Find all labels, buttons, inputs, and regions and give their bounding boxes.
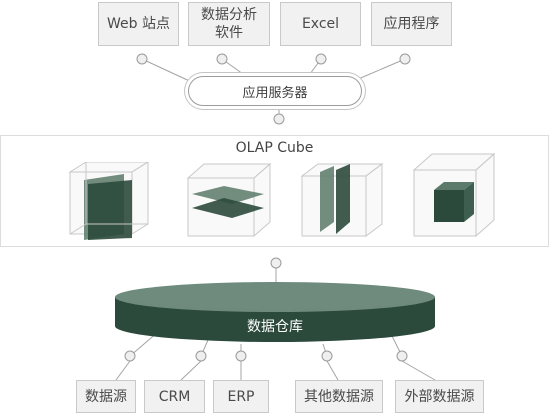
connector-dot — [399, 53, 411, 65]
cube-slice-icon — [68, 162, 149, 240]
connector-dot — [124, 350, 136, 362]
app-label: Web 站点 — [107, 16, 170, 32]
source-label: 外部数据源 — [404, 388, 475, 405]
app-server: 应用服务器 — [188, 76, 362, 106]
app-box-excel: Excel — [280, 2, 361, 46]
source-label: ERP — [227, 388, 255, 405]
app-server-label: 应用服务器 — [242, 85, 308, 101]
source-box-crm: CRM — [144, 380, 205, 413]
connector-dot — [195, 350, 207, 362]
app-label: Excel — [301, 16, 340, 32]
connector-dot — [273, 113, 285, 125]
cube-dice-horizontal-icon — [186, 162, 272, 238]
source-box-erp: ERP — [213, 380, 269, 413]
source-box-other: 其他数据源 — [295, 380, 383, 413]
app-box-application: 应用程序 — [371, 2, 452, 46]
data-warehouse-label: 数据仓库 — [247, 319, 303, 335]
app-label: 数据分析 软件 — [201, 7, 257, 41]
source-label: 数据源 — [85, 388, 127, 405]
source-box-external: 外部数据源 — [395, 380, 484, 413]
olap-title: OLAP Cube — [235, 140, 314, 156]
connector-dot — [321, 350, 333, 362]
app-label: 应用程序 — [383, 16, 440, 32]
source-label: CRM — [158, 388, 191, 405]
connector-dot — [315, 53, 327, 65]
connector-dot — [270, 257, 282, 269]
source-label: 其他数据源 — [304, 388, 374, 405]
app-box-web-site: Web 站点 — [98, 2, 179, 46]
cube-slice-vertical-icon — [300, 163, 384, 237]
source-box-data-source: 数据源 — [76, 380, 136, 413]
app-box-analysis-software: 数据分析 软件 — [188, 2, 270, 46]
connector-dot — [235, 350, 247, 362]
connector-dot — [136, 53, 148, 65]
connector-dot — [216, 53, 228, 65]
connector-dot — [396, 350, 408, 362]
cube-subcube-icon — [412, 152, 496, 238]
